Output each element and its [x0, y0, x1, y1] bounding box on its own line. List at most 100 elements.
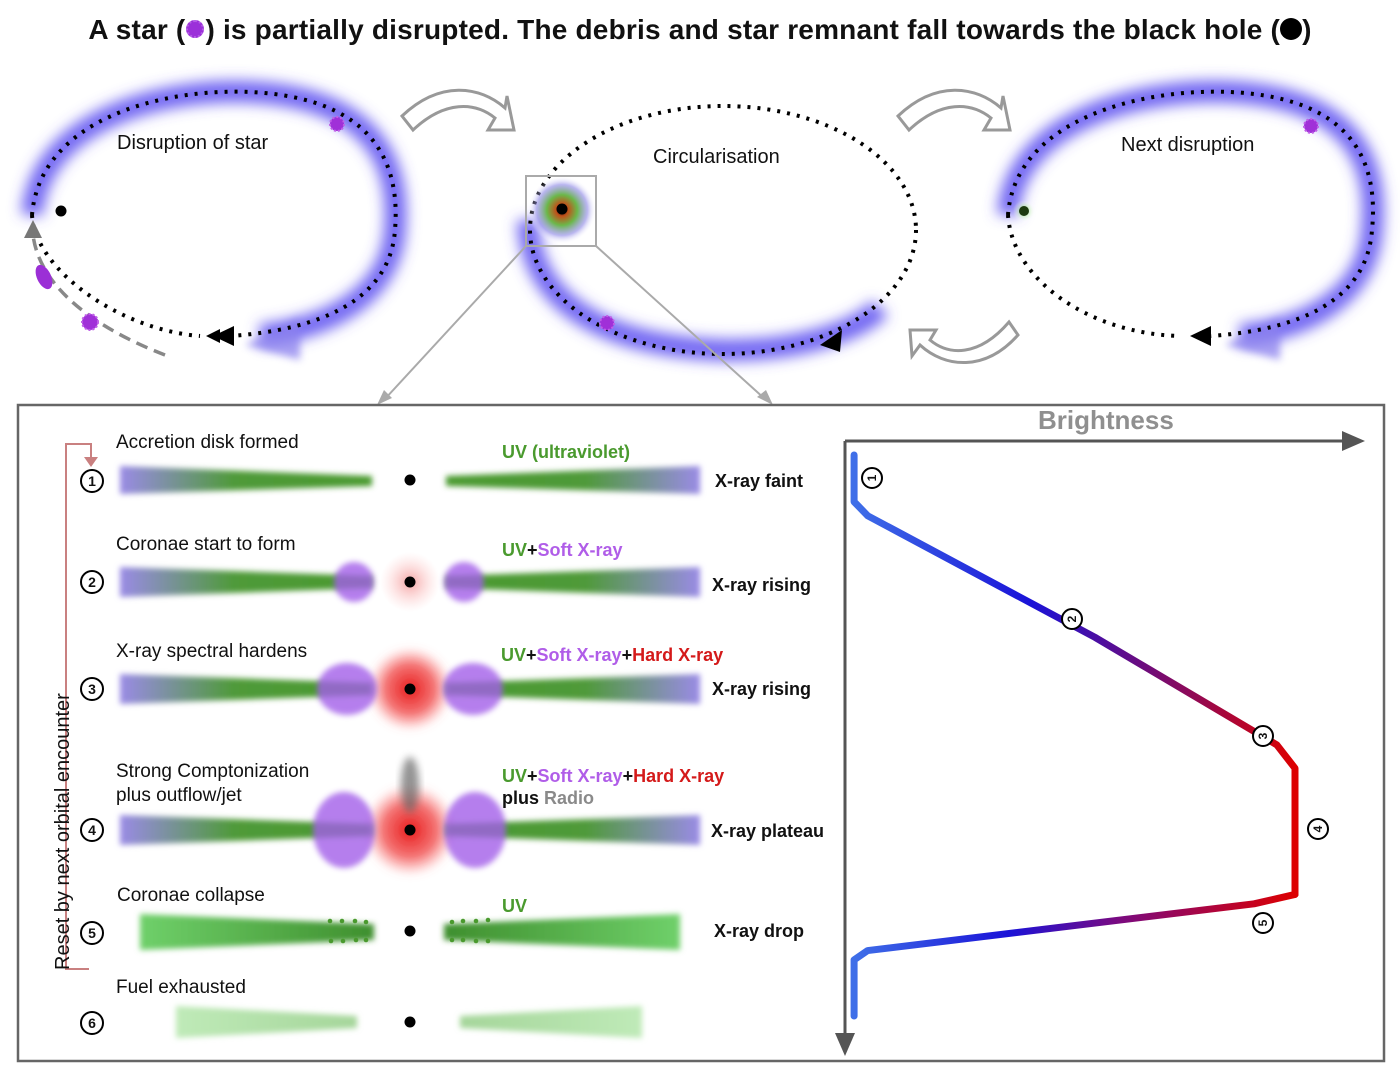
stage-number-badge: 4	[80, 818, 104, 842]
chart-stage-marker: 4	[1306, 818, 1329, 840]
disk-left	[120, 815, 372, 845]
band-blk: +	[526, 645, 537, 665]
chart-stage-marker: 3	[1252, 724, 1275, 747]
orbit-path	[528, 104, 918, 356]
x-axis-arrow-icon	[1342, 431, 1365, 451]
x-axis-label: Brightness	[1038, 405, 1174, 435]
title-text-2: ) is partially disrupted. The debris and…	[205, 14, 1281, 45]
corona-left	[317, 663, 377, 715]
disk-right	[446, 567, 700, 597]
black-hole-icon	[1280, 17, 1303, 40]
lower-panel-frame	[16, 403, 1386, 1063]
disk-left	[120, 466, 372, 494]
orbit-path	[1006, 89, 1375, 338]
emission-bands: UV+Soft X-ray+Hard X-ray	[502, 766, 724, 787]
disk-right	[446, 674, 700, 704]
disk-stage-1	[120, 466, 700, 494]
zoom-line-left	[383, 245, 527, 401]
stage-title: Coronae start to form	[116, 534, 296, 555]
glow-arrowhead	[245, 318, 300, 360]
black-hole	[404, 576, 416, 588]
black-hole	[404, 683, 416, 695]
band-uv: UV	[502, 766, 528, 786]
disk-left	[120, 567, 372, 597]
stretched-star-icon	[35, 264, 53, 290]
figure-title: A star () is partially disrupted. The de…	[0, 14, 1400, 46]
band-hard: Hard X-ray	[632, 645, 724, 665]
black-hole	[404, 474, 416, 486]
black-hole	[404, 824, 416, 836]
disk-left	[120, 674, 372, 704]
xray-status: X-ray rising	[712, 679, 812, 699]
disk-stage-5	[140, 914, 680, 950]
band-blk: +	[527, 766, 538, 786]
debris-path	[31, 234, 166, 357]
emission-bands: UV	[502, 896, 527, 917]
xray-status: X-ray plateau	[711, 821, 825, 841]
emission-bands: UV (ultraviolet)	[502, 442, 630, 463]
corona-left	[334, 562, 374, 602]
stage-title: Accretion disk formed	[116, 432, 299, 453]
panel-label-next-disruption: Next disruption	[1121, 134, 1255, 156]
xray-status: X-ray drop	[714, 921, 805, 941]
disk-stage-3	[120, 647, 700, 731]
cycle-arrow-icon-1	[399, 88, 516, 133]
title-text-3: )	[1302, 14, 1312, 45]
band-uv: UV (ultraviolet)	[502, 442, 631, 462]
stage-number-badge: 5	[80, 921, 104, 945]
xray-status: X-ray faint	[715, 471, 804, 491]
band-soft: Soft X-ray	[537, 766, 623, 786]
black-hole	[1019, 206, 1029, 216]
disk-stage-2	[120, 552, 700, 612]
star-icon	[329, 116, 345, 132]
star-remnant-icon	[599, 315, 615, 331]
disk-right	[444, 914, 680, 950]
orbit-panel-circularisation	[377, 104, 918, 405]
cycle-arrow-icon-2	[895, 88, 1012, 133]
stage-title: Strong Comptonization	[116, 761, 310, 782]
orbit-path-lower	[1006, 214, 1181, 338]
reset-bracket	[65, 443, 98, 970]
corona-left	[313, 792, 375, 868]
reset-arrow-icon	[84, 457, 98, 467]
chart-stage-marker: 2	[1061, 607, 1084, 630]
disk-left	[140, 914, 374, 950]
black-hole	[404, 925, 416, 937]
stage-title-line2: plus outflow/jet	[116, 785, 242, 806]
collapsing-corona-dots	[327, 917, 491, 944]
xray-status: X-ray rising	[712, 575, 812, 595]
disk-right	[460, 1006, 642, 1038]
stage-number-badge: 1	[80, 469, 104, 493]
star-icon	[186, 19, 205, 38]
disk-left	[176, 1006, 357, 1038]
band-blk: +	[621, 645, 633, 665]
emission-bands: UV+Soft X-ray+Hard X-ray	[501, 645, 723, 666]
radio-jet	[401, 757, 419, 813]
zoom-line-right	[595, 245, 767, 401]
band-blk: +	[622, 766, 634, 786]
corona-right	[444, 562, 484, 602]
orbit-path-lower	[30, 214, 201, 338]
orbit-arrow-icon	[820, 330, 842, 352]
band-soft: Soft X-ray	[536, 645, 622, 665]
star-icon	[1303, 118, 1319, 134]
zoom-box	[525, 175, 597, 247]
light-curve-rise	[850, 451, 1299, 898]
black-hole	[55, 205, 67, 217]
light-curve-decline	[850, 890, 1299, 1020]
band-soft: Soft X-ray	[537, 540, 623, 560]
orbit-arrow-icon	[213, 326, 234, 346]
band-radio: Radio	[544, 788, 595, 808]
reset-label: Reset by next orbital encounter	[52, 693, 74, 970]
orbit-panel-next-disruption	[997, 80, 1384, 360]
stage-title: Coronae collapse	[117, 885, 265, 906]
disk-stage-6	[176, 1006, 642, 1038]
disk-right	[446, 466, 700, 494]
orbit-panel-disruption	[21, 80, 407, 360]
band-uv: UV	[502, 896, 528, 916]
band-blk: plus	[502, 788, 545, 808]
zoom-arrow-icon-left	[377, 390, 392, 405]
orbit-glow	[517, 219, 889, 362]
band-hard: Hard X-ray	[633, 766, 725, 786]
